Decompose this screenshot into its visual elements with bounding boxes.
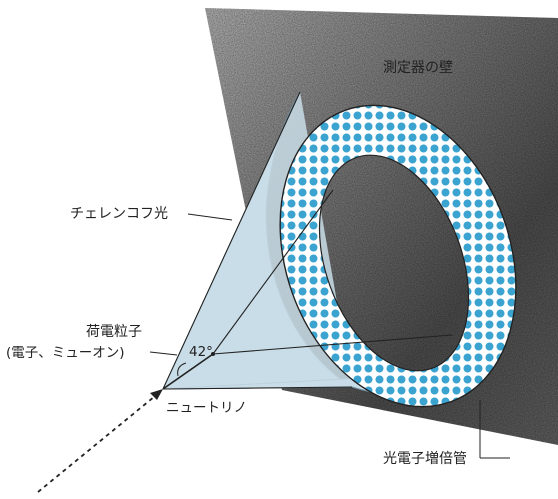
photomultiplier-label: 光電子増倍管	[383, 451, 467, 467]
wall-label: 測定器の壁	[383, 60, 453, 76]
neutrino-label: ニュートリノ	[166, 400, 247, 416]
charged-particle-examples-label: (電子、ミューオン)	[6, 345, 125, 361]
angle-label: 42°	[189, 344, 213, 360]
charged-particle-label: 荷電粒子	[86, 324, 142, 340]
leader-lines	[149, 213, 510, 459]
neutrino-path	[37, 389, 163, 493]
cone-edge-lines	[162, 91, 453, 390]
charged-particle-track	[162, 352, 215, 390]
angle-arc	[177, 362, 187, 377]
cherenkov-light-label: チェレンコフ光	[70, 206, 168, 222]
neutrino-arrowhead	[150, 389, 163, 400]
